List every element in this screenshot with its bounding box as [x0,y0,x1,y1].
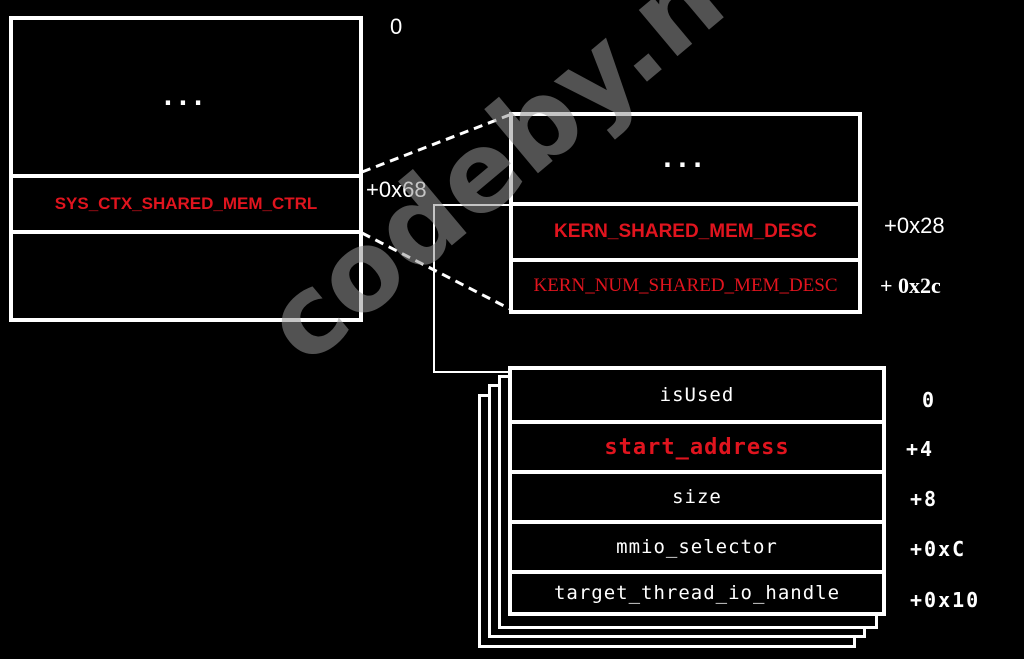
offset-0x2c: + 0x2c [880,273,941,298]
offset-size: +8 [910,487,939,511]
field-size: size [512,470,882,520]
pointer-line [433,204,512,373]
left-offset-zero: 0 [390,14,403,39]
upper-dashed-connector [361,112,513,174]
offset-isused: 0 [922,388,937,412]
shared-mem-desc-struct-box: isUsed start_address size mmio_selector … [508,366,886,616]
field-start-address: start_address [512,420,882,470]
sys-ctx-shared-mem-ctrl-field: SYS_CTX_SHARED_MEM_CTRL [13,174,359,230]
offset-0x28: +0x28 [884,213,945,238]
middle-ellipsis: ... [662,145,709,173]
offset-mmio-selector: +0xC [910,537,967,561]
field-target-thread-io-handle: target_thread_io_handle [512,570,882,612]
sys-ctx-struct-box: ... SYS_CTX_SHARED_MEM_CTRL [9,16,363,322]
kern-desc-struct-box: ... KERN_SHARED_MEM_DESC KERN_NUM_SHARED… [509,112,862,314]
left-empty-cell [13,230,359,318]
offset-0x68: +0x68 [366,177,427,202]
left-ellipsis: ... [163,83,209,111]
kern-num-shared-mem-desc-field: KERN_NUM_SHARED_MEM_DESC [513,258,858,310]
offset-start-address: +4 [906,437,935,461]
field-mmio-selector: mmio_selector [512,520,882,570]
kern-shared-mem-desc-field: KERN_SHARED_MEM_DESC [513,202,858,258]
lower-dashed-connector [361,231,513,312]
field-isused: isUsed [659,384,735,406]
offset-target-thread-io-handle: +0x10 [910,588,981,612]
